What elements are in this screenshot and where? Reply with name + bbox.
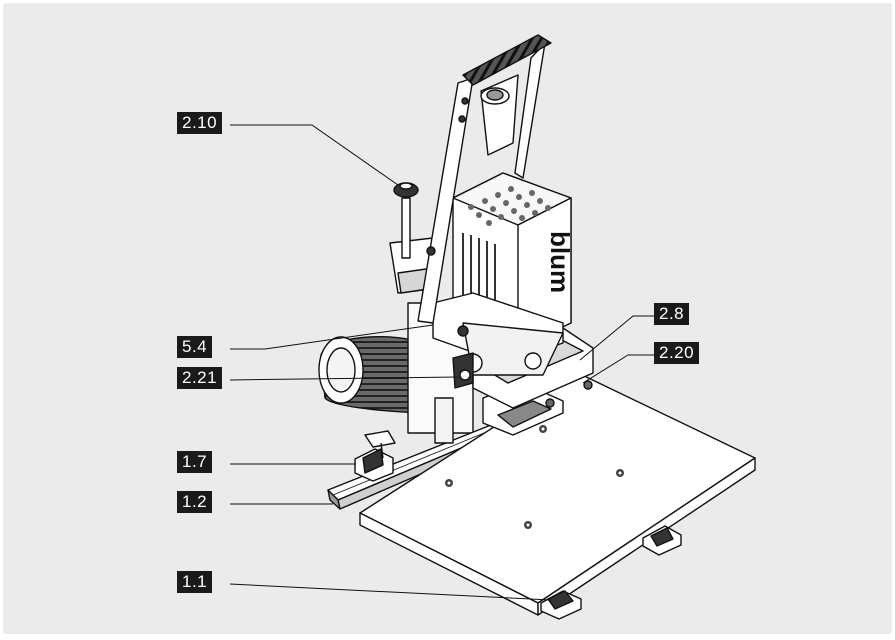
callout-2-20: 2.20 xyxy=(654,342,700,364)
depth-stop-rod xyxy=(393,182,419,259)
boring-machine-drawing: blum xyxy=(229,34,756,620)
table-feet xyxy=(540,525,682,620)
callout-1-2: 1.2 xyxy=(177,491,213,513)
callout-2-10: 2.10 xyxy=(177,112,223,134)
leader-lines xyxy=(229,124,658,601)
callout-1-1: 1.1 xyxy=(177,571,213,593)
dust-hose xyxy=(318,336,434,414)
stop-flap xyxy=(354,430,396,482)
callout-2-8: 2.8 xyxy=(654,303,690,325)
callout-2-21: 2.21 xyxy=(177,367,223,389)
blum-logo: blum xyxy=(545,231,575,293)
lever-arm xyxy=(417,42,546,337)
figure-frame: blum 2.10 2.8 5.4 2.20 2.21 1.7 1.2 1.1 xyxy=(3,3,892,634)
callout-1-7: 1.7 xyxy=(177,451,213,473)
callout-5-4: 5.4 xyxy=(177,336,213,358)
